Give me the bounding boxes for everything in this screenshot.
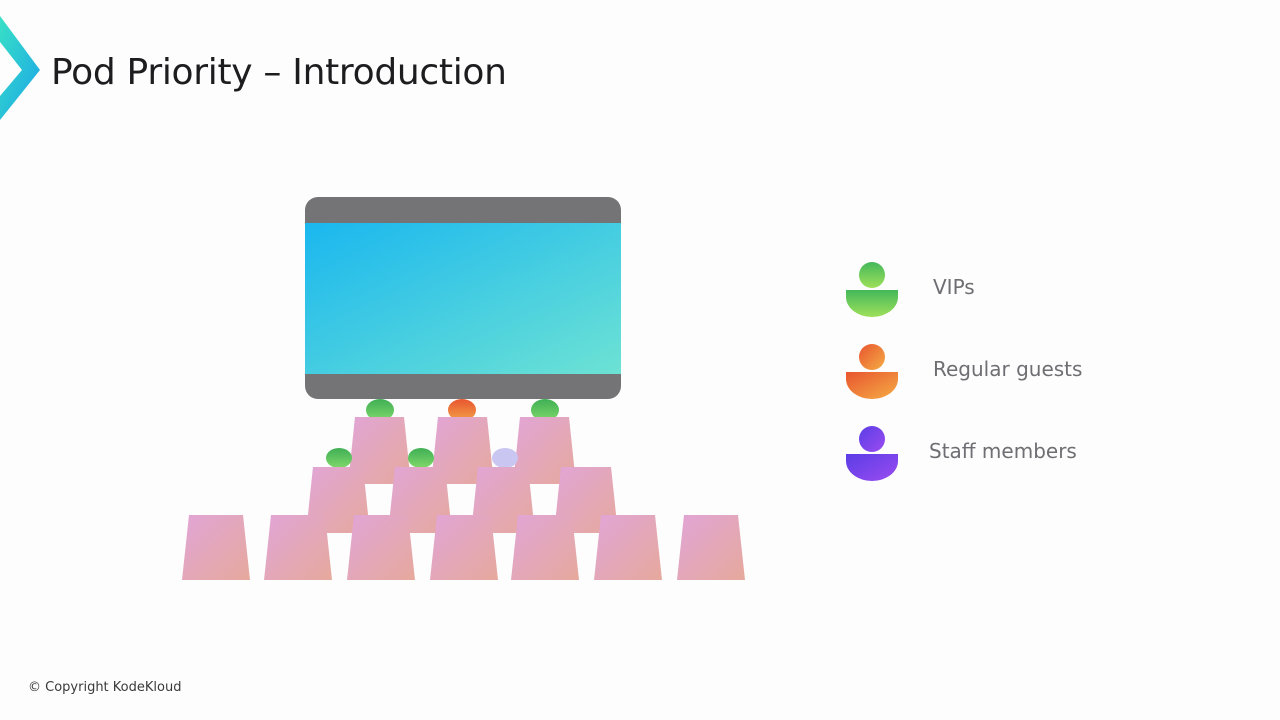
legend-item-regular-guests: Regular guests (844, 343, 1204, 403)
theater-seat (430, 515, 498, 580)
staff-member-head (492, 448, 518, 468)
copyright-notice: © Copyright KodeKloud (28, 680, 182, 695)
legend-label: Regular guests (933, 357, 1083, 381)
cinema-screen (305, 197, 621, 399)
theater-seat (594, 515, 662, 580)
page-title: Pod Priority – Introduction (51, 52, 507, 93)
theater-seat (677, 515, 745, 580)
theater-seat (511, 515, 579, 580)
vip-guest-head (366, 399, 394, 421)
legend-label: Staff members (929, 439, 1077, 463)
staff-member-person-icon (846, 426, 898, 481)
theater-seat (513, 417, 576, 484)
regular-guest-head (448, 399, 476, 421)
theater-seat (347, 515, 415, 580)
vip-guest-head (408, 448, 434, 468)
kodekloud-logo-icon (0, 16, 40, 120)
vip-guest-head (326, 448, 352, 468)
theater-seat (264, 515, 332, 580)
vip-guest-head (531, 399, 559, 421)
seat-row-front (182, 515, 745, 580)
vip-person-icon (846, 262, 898, 317)
legend-item-staff-members: Staff members (844, 425, 1204, 485)
theater-seat (182, 515, 250, 580)
seat-row-top (348, 417, 576, 484)
legend-label: VIPs (933, 275, 975, 299)
regular-guest-person-icon (846, 344, 898, 399)
legend-item-vips: VIPs (844, 261, 1204, 321)
